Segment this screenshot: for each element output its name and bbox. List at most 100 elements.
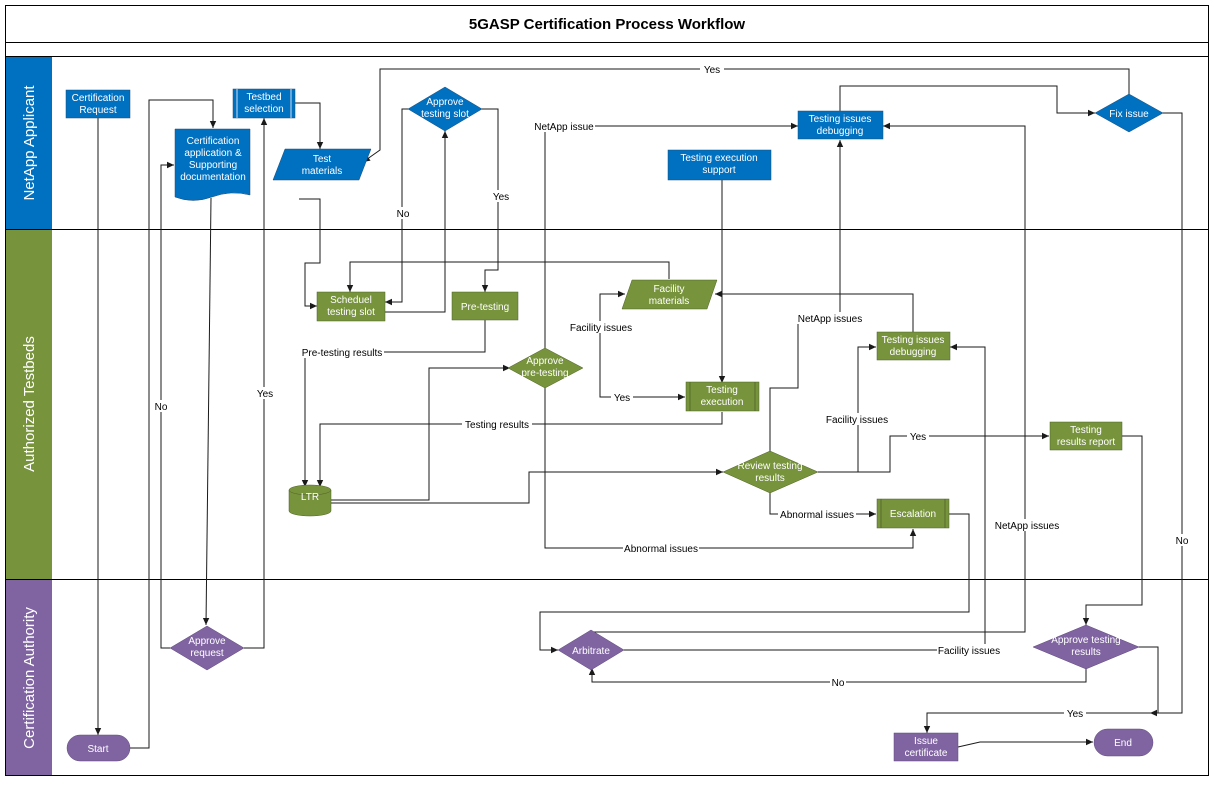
node-label-line: pre-testing — [521, 368, 568, 379]
svg-text:Start: Start — [87, 744, 108, 755]
edge-materials-to-schedule — [299, 198, 321, 310]
lane-header-authority — [6, 580, 52, 775]
edge-label-pretesting-results: Pre-testing results — [302, 348, 383, 359]
node-label-line: Testing issues — [809, 114, 872, 125]
node-label-line: Approve — [526, 356, 564, 367]
svg-text:Escalation: Escalation — [890, 509, 936, 520]
node-label-line: Start — [87, 744, 108, 755]
node-label-line: Approve testing — [1051, 635, 1121, 646]
edge-approve-request-yes — [244, 118, 268, 649]
edge-label-no-fix: No — [1176, 536, 1189, 547]
edge-selection-to-materials — [295, 102, 324, 149]
node-label-line: execution — [701, 397, 744, 408]
node-label-line: materials — [302, 166, 343, 177]
edge-certificate-to-end — [957, 738, 1093, 748]
node-label-line: certificate — [905, 748, 948, 759]
edge-label-yes-request: Yes — [257, 389, 273, 400]
node-label-line: Test — [313, 154, 332, 165]
node-label-line: selection — [244, 104, 283, 115]
edge-label-yes-results: Yes — [1067, 709, 1083, 720]
node-end[interactable]: End — [1093, 728, 1154, 757]
node-label-line: Testing — [706, 385, 738, 396]
node-label-line: Review testing — [737, 461, 802, 472]
edge-label-testing-results: Testing results — [465, 420, 529, 431]
lane-label-testbeds: Authorized Testbeds — [21, 336, 38, 472]
edge-ltr-to-review — [331, 468, 723, 504]
edge-escalation-to-arbitrate — [539, 513, 970, 654]
node-label-line: results — [1071, 647, 1100, 658]
lane-header-applicant — [6, 57, 52, 229]
node-label-line: testing slot — [421, 109, 469, 120]
node-label-line: debugging — [890, 347, 937, 358]
node-label-line: Scheduel — [330, 295, 372, 306]
edge-application-to-approve-request — [202, 197, 212, 626]
edge-approve-results-yes — [1138, 646, 1159, 717]
node-label-line: Fix issue — [1109, 109, 1149, 120]
node-label-line: materials — [649, 296, 690, 307]
edge-schedule-to-approve-slot — [385, 131, 449, 313]
svg-text:End: End — [1114, 738, 1132, 749]
node-label-line: LTR — [301, 492, 319, 503]
node-label-line: request — [190, 648, 224, 659]
edge-label-no-request: No — [155, 402, 168, 413]
node-start[interactable]: Start — [66, 734, 131, 762]
edge-label-yes-pretest: Yes — [614, 393, 630, 404]
edge-label-facility-issues-2: Facility issues — [826, 415, 888, 426]
edge-review-yes — [818, 432, 1049, 473]
node-label-line: Escalation — [890, 509, 936, 520]
node-label-line: Testing — [1070, 425, 1102, 436]
edge-fix-yes — [362, 68, 1130, 163]
diagram-title: 5GASP Certification Process Workflow — [469, 16, 746, 33]
node-arbitrate[interactable]: Arbitrate — [557, 629, 625, 671]
edge-approve-pretesting-yes — [599, 368, 685, 401]
edge-labels: Yes NetApp issue No Yes Facility issues … — [153, 63, 1190, 720]
svg-text:Pre-testing: Pre-testing — [461, 302, 509, 313]
edge-approve-pretesting-facility — [599, 290, 625, 368]
edge-facility-to-schedule — [346, 261, 670, 292]
svg-text:Fix issue: Fix issue — [1109, 109, 1149, 120]
node-fix-issue[interactable]: Fix issue — [1094, 93, 1164, 133]
node-label-line: End — [1114, 738, 1132, 749]
node-label-line: testing slot — [327, 307, 375, 318]
lane-label-applicant: NetApp Applicant — [21, 85, 38, 201]
node-label-line: Issue — [914, 736, 938, 747]
node-label-line: Facility — [653, 284, 684, 295]
lane-header-testbeds — [6, 230, 52, 579]
node-label-line: Testing execution — [680, 153, 757, 164]
node-escalation[interactable]: Escalation — [876, 498, 950, 529]
edge-ltr-to-approve-pretesting — [331, 364, 510, 501]
node-label-line: application & — [184, 148, 242, 159]
node-pre-testing[interactable]: Pre-testing — [451, 291, 519, 321]
node-ltr-database[interactable]: LTR — [288, 484, 332, 517]
node-label-line: Arbitrate — [572, 646, 610, 657]
node-label-line: Testbed — [246, 92, 281, 103]
node-label-line: Testing issues — [882, 335, 945, 346]
node-label-line: Certification — [72, 93, 125, 104]
edge-label-abnormal-issues-2: Abnormal issues — [624, 544, 698, 555]
